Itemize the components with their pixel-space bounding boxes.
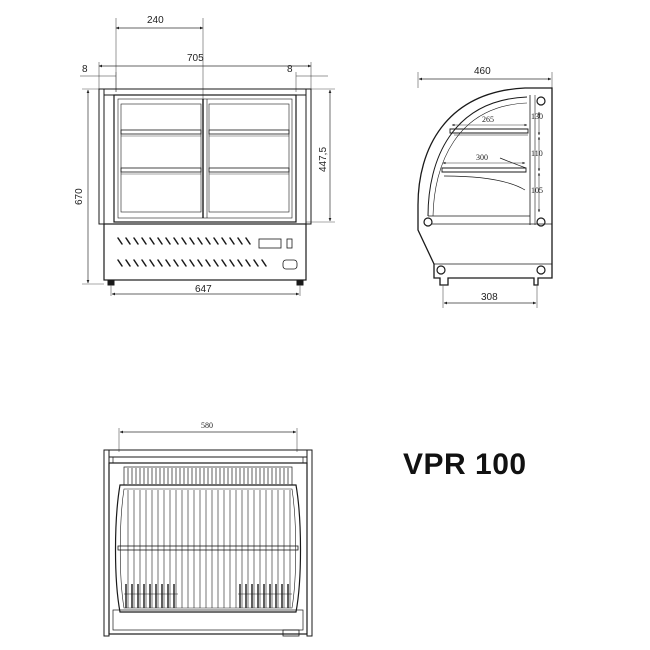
dim-gap-bottom: 105	[531, 186, 543, 195]
vent-grille	[117, 237, 267, 267]
condenser-fins-right	[238, 584, 292, 608]
dim-gap-top: 130	[531, 112, 543, 121]
side-view	[417, 72, 553, 308]
dim-inner-width: 240	[147, 15, 164, 26]
control-display	[258, 238, 282, 249]
dim-shelf-bottom: 300	[476, 153, 488, 162]
dim-side-left: 8	[82, 64, 88, 75]
power-switch	[286, 238, 293, 249]
dim-back-width: 580	[201, 421, 213, 430]
back-view	[103, 428, 313, 637]
logo-badge	[282, 259, 298, 270]
condenser-fins-left	[124, 584, 178, 608]
dim-shelf-top: 265	[482, 115, 494, 124]
dim-height: 670	[74, 188, 85, 205]
dim-depth: 460	[474, 66, 491, 77]
dim-overall-width: 705	[187, 53, 204, 64]
front-view	[80, 18, 335, 296]
model-name: VPR 100	[403, 448, 527, 481]
dim-side-right: 8	[287, 64, 293, 75]
dim-glass-height: 447,5	[318, 147, 329, 172]
dim-foot-span: 308	[481, 292, 498, 303]
power-socket	[282, 629, 300, 637]
dim-base-width: 647	[195, 284, 212, 295]
dim-gap-mid: 110	[531, 149, 543, 158]
